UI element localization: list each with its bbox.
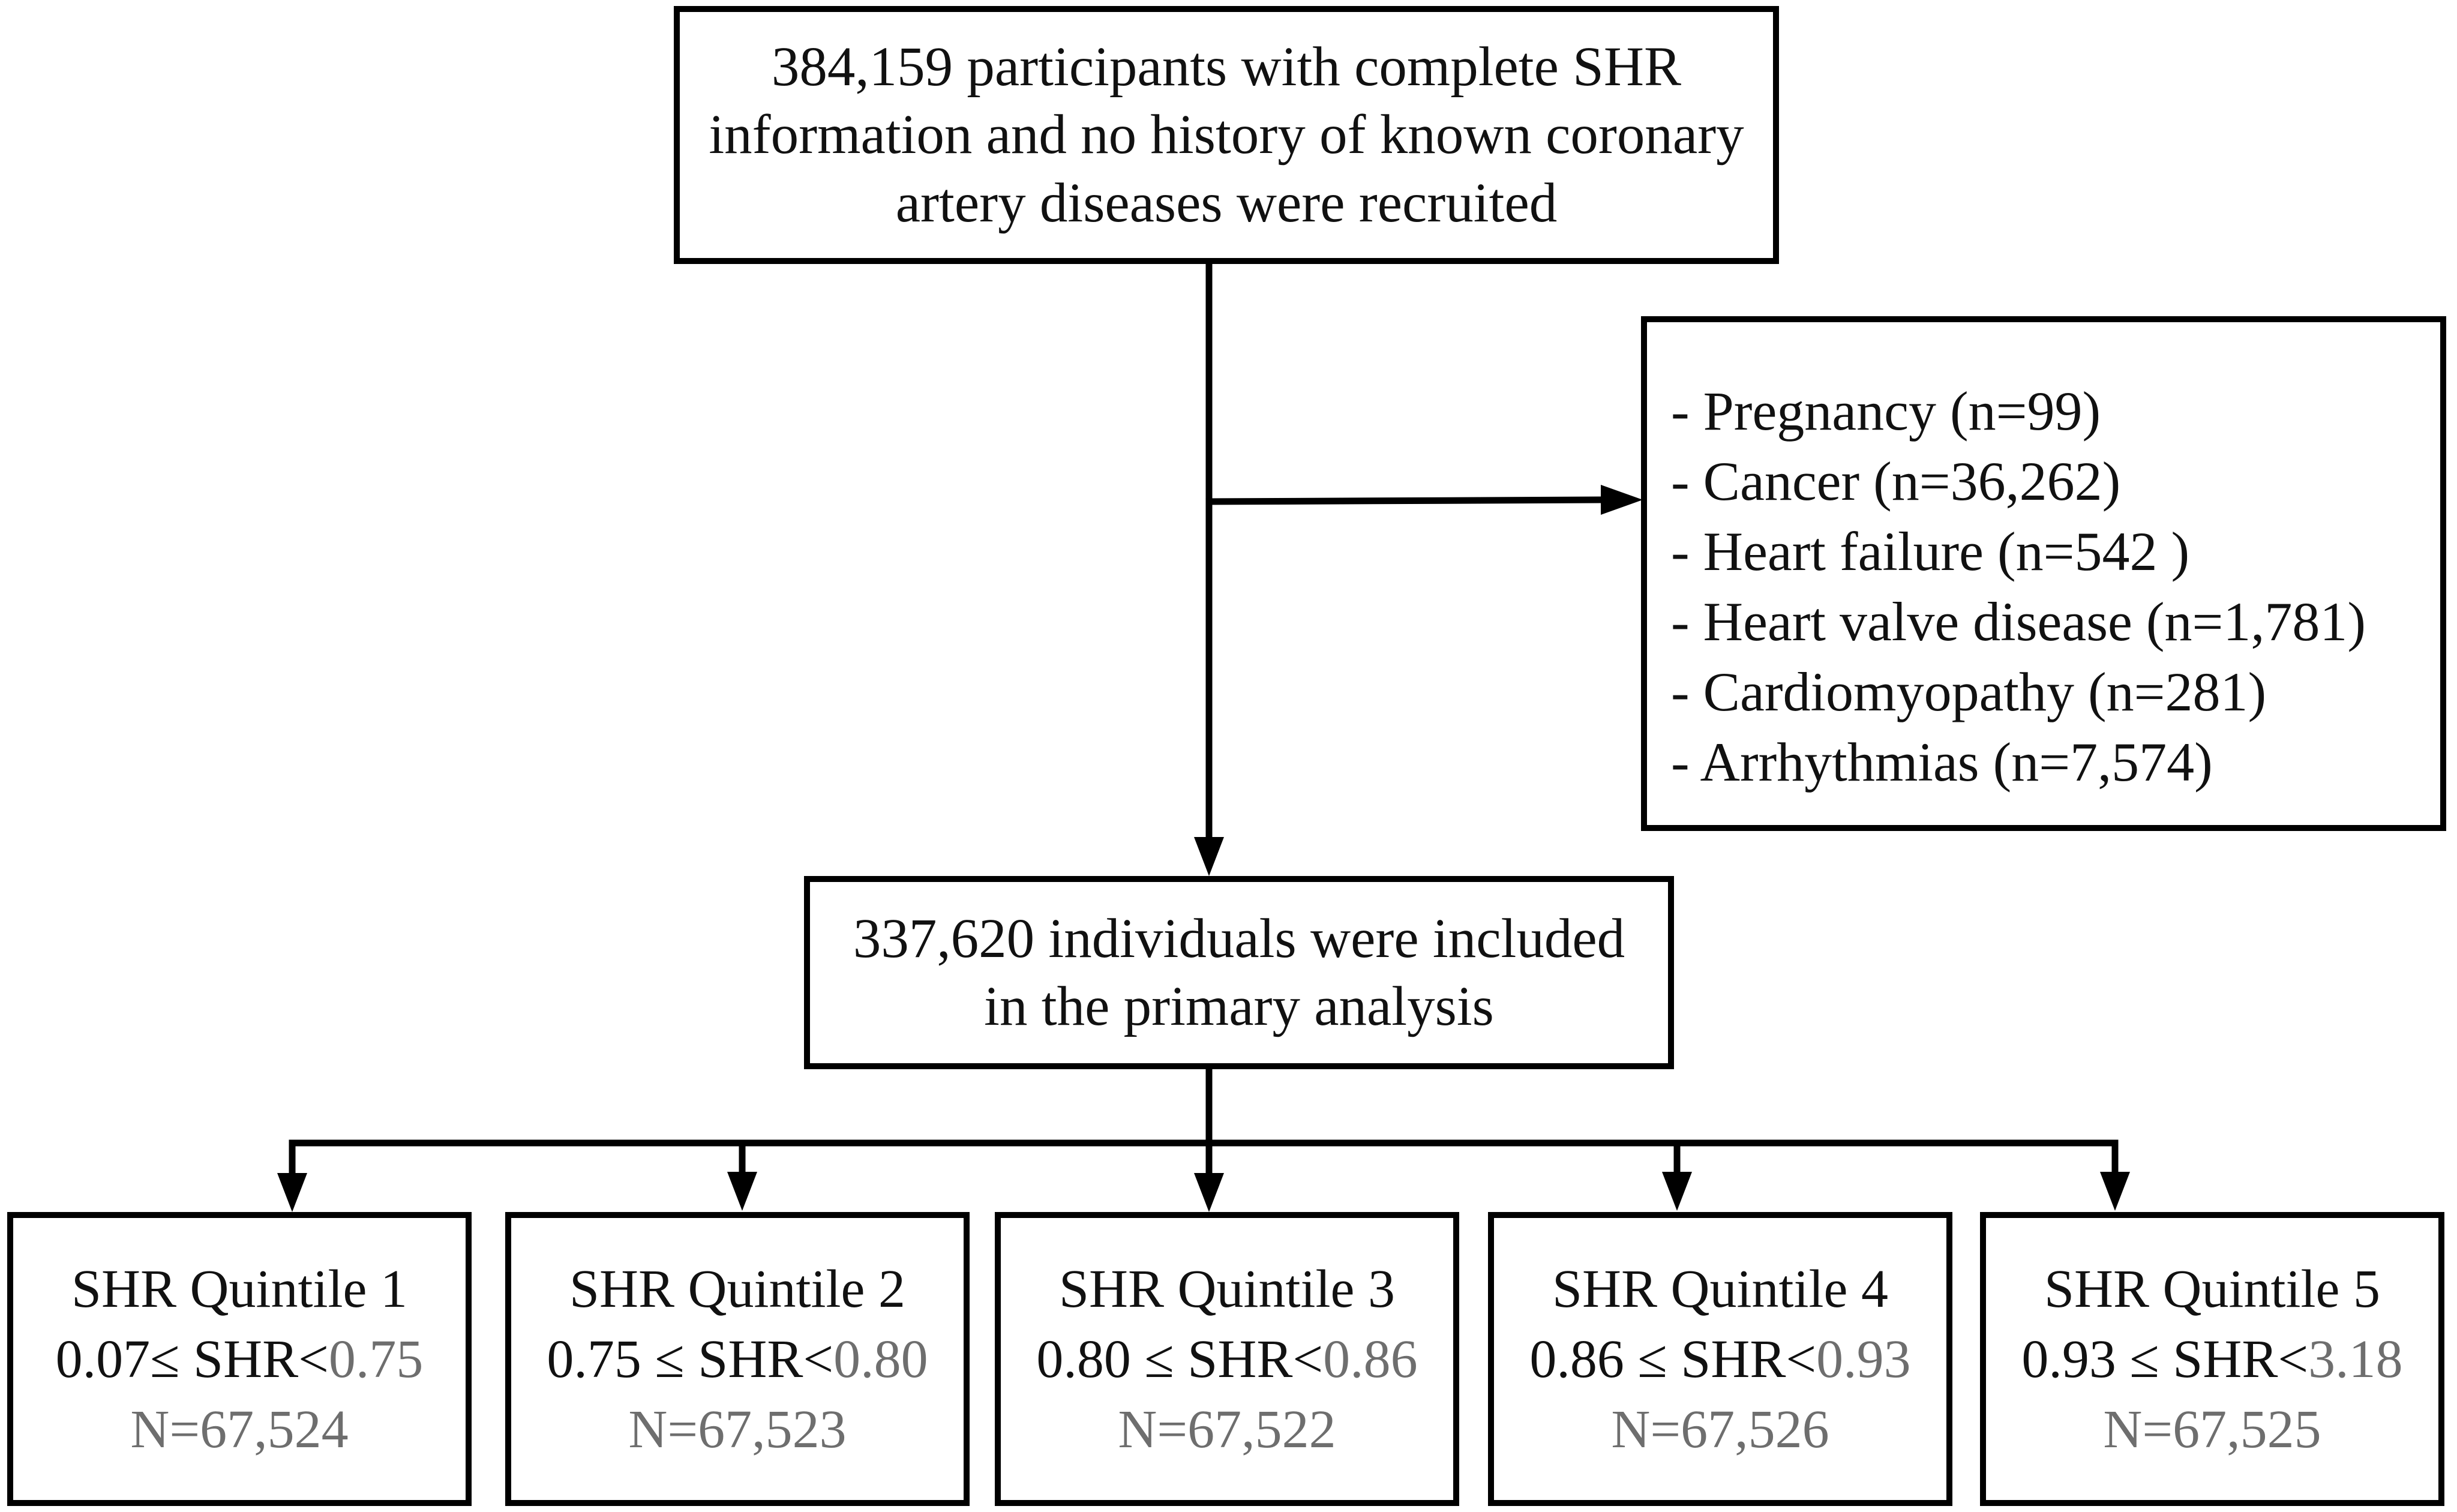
- quintile-box-3: SHR Quintile 3 0.80 ≤ SHR<0.86 N=67,522: [995, 1212, 1459, 1506]
- quintile-title: SHR Quintile 1: [71, 1259, 408, 1319]
- quintile-box-5: SHR Quintile 5 0.93 ≤ SHR<3.18 N=67,525: [1980, 1212, 2444, 1506]
- included-box: 337,620 individuals were included in the…: [804, 876, 1674, 1069]
- quintile-box-4: SHR Quintile 4 0.86 ≤ SHR<0.93 N=67,526: [1488, 1212, 1952, 1506]
- quintile-box-1: SHR Quintile 1 0.07≤ SHR<0.75 N=67,524: [7, 1212, 472, 1506]
- arrowhead-q5: [2100, 1172, 2130, 1211]
- quintile-range-upper: 0.93: [1816, 1329, 1911, 1389]
- arrowhead-q2: [727, 1172, 757, 1211]
- quintile-count: N=67,522: [1118, 1399, 1336, 1459]
- exclusion-branch-line: [1205, 496, 1612, 505]
- exclusion-item-cardiomyopathy: - Cardiomyopathy (n=281): [1671, 661, 2267, 722]
- quintile-count: N=67,523: [628, 1399, 847, 1459]
- quintile-range: 0.75 ≤ SHR<0.80: [547, 1324, 928, 1394]
- quintile-range: 0.93 ≤ SHR<3.18: [2021, 1324, 2402, 1394]
- quintile-range-upper: 0.80: [833, 1329, 928, 1389]
- quintile-count: N=67,524: [130, 1399, 349, 1459]
- quintile-range-upper: 0.75: [328, 1329, 424, 1389]
- quintile-range-lead: 0.80 ≤ SHR<: [1036, 1329, 1324, 1389]
- arrowhead-q4: [1662, 1172, 1692, 1211]
- arrowhead-q1: [277, 1173, 307, 1212]
- quintile-range: 0.80 ≤ SHR<0.86: [1036, 1324, 1417, 1394]
- included-line-2: in the primary analysis: [984, 976, 1494, 1037]
- exclusion-item-arrhythmias: - Arrhythmias (n=7,574): [1671, 731, 2213, 793]
- quintile-range-upper: 0.86: [1323, 1329, 1418, 1389]
- included-line-1: 337,620 individuals were included: [853, 907, 1625, 970]
- quintile-count: N=67,526: [1611, 1399, 1829, 1459]
- quintile-count: N=67,525: [2103, 1399, 2321, 1459]
- quintile-range-lead: 0.75 ≤ SHR<: [547, 1329, 834, 1389]
- arrowhead-q3: [1194, 1173, 1224, 1212]
- recruitment-line-3: artery diseases were recruited: [895, 172, 1558, 234]
- quintile-range-lead: 0.86 ≤ SHR<: [1529, 1329, 1817, 1389]
- quintile-title: SHR Quintile 4: [1552, 1259, 1889, 1319]
- quintile-title: SHR Quintile 5: [2044, 1259, 2381, 1319]
- quintile-range: 0.86 ≤ SHR<0.93: [1529, 1324, 1910, 1394]
- quintile-box-2: SHR Quintile 2 0.75 ≤ SHR<0.80 N=67,523: [505, 1212, 970, 1506]
- recruitment-line-2: information and no history of known coro…: [709, 104, 1744, 166]
- arrowhead-exclusion: [1601, 485, 1643, 515]
- recruitment-line-1: 384,159 participants with complete SHR: [771, 35, 1682, 98]
- exclusion-item-heart-failure: - Heart failure (n=542 ): [1671, 521, 2190, 582]
- exclusion-box: - Pregnancy (n=99) - Cancer (n=36,262) -…: [1641, 316, 2446, 831]
- quintile-title: SHR Quintile 3: [1058, 1259, 1396, 1319]
- quintile-range: 0.07≤ SHR<0.75: [56, 1324, 424, 1394]
- exclusion-item-heart-valve-disease: - Heart valve disease (n=1,781): [1671, 591, 2366, 652]
- quintile-range-lead: 0.93 ≤ SHR<: [2021, 1329, 2309, 1389]
- arrowhead-middle-box: [1194, 837, 1224, 876]
- exclusion-item-cancer: - Cancer (n=36,262): [1671, 451, 2121, 512]
- exclusion-item-pregnancy: - Pregnancy (n=99): [1671, 380, 2101, 442]
- quintile-title: SHR Quintile 2: [569, 1259, 906, 1319]
- recruitment-box: 384,159 participants with complete SHR i…: [674, 6, 1779, 264]
- quintile-range-lead: 0.07≤ SHR<: [55, 1329, 329, 1389]
- quintile-range-upper: 3.18: [2308, 1329, 2403, 1389]
